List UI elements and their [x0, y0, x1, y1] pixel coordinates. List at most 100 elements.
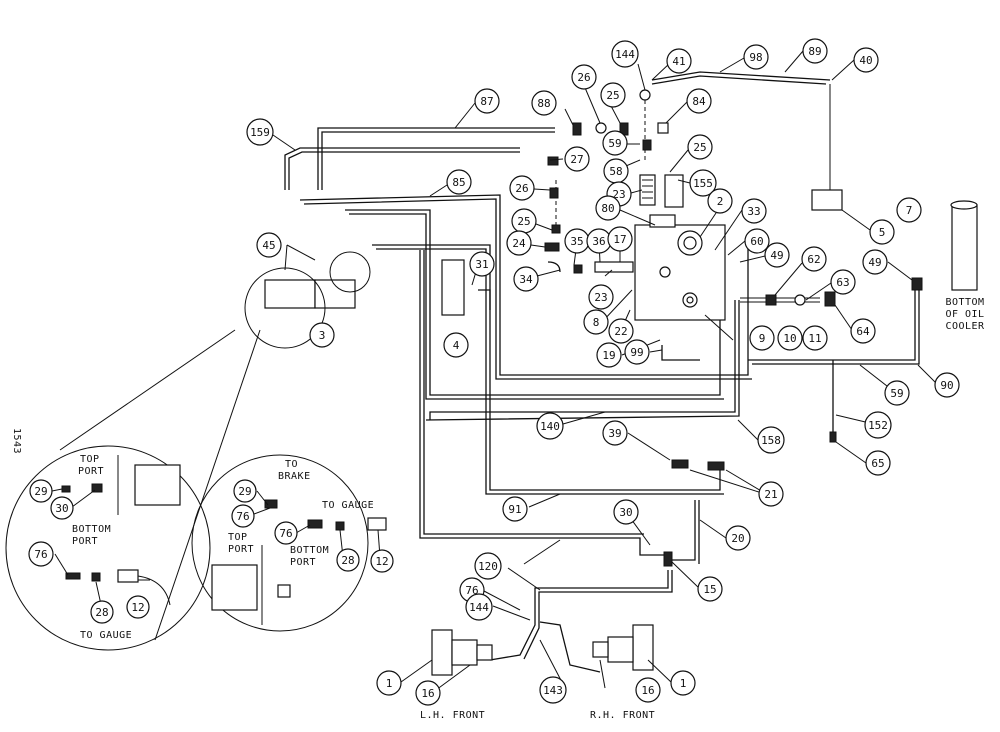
callout-84: 84 [686, 88, 712, 114]
callout-144-top: 144 [611, 40, 639, 68]
right-wheel-caliper-icon [592, 624, 654, 671]
callout-21: 21 [758, 481, 784, 507]
detail-view-left [5, 329, 261, 651]
label-bottom-port-right-1: BOTTOM [290, 545, 329, 556]
svg-text:80: 80 [601, 202, 614, 215]
svg-text:23: 23 [594, 291, 607, 304]
svg-text:16: 16 [641, 684, 654, 697]
svg-text:98: 98 [749, 51, 762, 64]
callout-8: 8 [583, 309, 609, 335]
callout-62: 62 [801, 246, 827, 272]
svg-text:87: 87 [480, 95, 493, 108]
svg-text:41: 41 [672, 55, 685, 68]
callout-20: 20 [725, 525, 751, 551]
svg-text:26: 26 [515, 182, 528, 195]
svg-text:45: 45 [262, 239, 275, 252]
svg-text:64: 64 [856, 325, 870, 338]
svg-text:21: 21 [764, 488, 777, 501]
label-bottom-of-oil-cooler-3: COOLER [945, 321, 985, 332]
svg-text:19: 19 [602, 349, 615, 362]
svg-text:36: 36 [592, 235, 605, 248]
callout-10: 10 [777, 325, 803, 351]
svg-text:29: 29 [34, 485, 47, 498]
svg-text:8: 8 [593, 316, 600, 329]
callout-155: 155 [689, 169, 717, 197]
svg-text:20: 20 [731, 532, 744, 545]
callout-65: 65 [865, 450, 891, 476]
svg-text:22: 22 [614, 325, 627, 338]
label-bottom-of-oil-cooler-1: BOTTOM [945, 297, 984, 308]
svg-text:34: 34 [519, 273, 533, 286]
callout-29-left: 29 [29, 479, 53, 503]
callout-16-left: 16 [415, 680, 441, 706]
svg-text:27: 27 [570, 153, 583, 166]
svg-text:76: 76 [34, 548, 47, 561]
callout-28-left: 28 [90, 600, 114, 624]
side-code: 1543 [11, 428, 22, 454]
svg-text:90: 90 [940, 379, 953, 392]
svg-text:30: 30 [619, 506, 632, 519]
callout-45: 45 [256, 232, 282, 258]
callout-85: 85 [446, 169, 472, 195]
callout-26-mid: 26 [509, 175, 535, 201]
svg-text:88: 88 [537, 97, 550, 110]
svg-text:62: 62 [807, 253, 820, 266]
callout-31: 31 [469, 251, 495, 277]
callout-49-mid: 49 [764, 242, 790, 268]
svg-text:140: 140 [540, 420, 560, 433]
callout-2: 2 [707, 188, 733, 214]
callout-120: 120 [474, 552, 502, 580]
svg-text:23: 23 [612, 188, 625, 201]
svg-text:152: 152 [868, 419, 888, 432]
label-bottom-port-left-1: BOTTOM [72, 524, 111, 535]
callout-30-right: 30 [613, 499, 639, 525]
svg-text:30: 30 [55, 502, 68, 515]
svg-text:159: 159 [250, 126, 270, 139]
callout-40: 40 [853, 47, 879, 73]
svg-text:24: 24 [512, 237, 526, 250]
callout-76-right-a: 76 [231, 504, 255, 528]
callout-24: 24 [506, 230, 532, 256]
left-wheel-caliper-icon [431, 629, 493, 676]
callout-12-right: 12 [370, 549, 394, 573]
callout-87: 87 [474, 88, 500, 114]
svg-text:60: 60 [750, 235, 763, 248]
callout-64: 64 [850, 318, 876, 344]
callout-1-left: 1 [376, 670, 402, 696]
callout-63: 63 [830, 269, 856, 295]
svg-text:49: 49 [868, 256, 881, 269]
callout-30-left: 30 [50, 496, 74, 520]
components [244, 89, 978, 676]
callout-36: 36 [586, 228, 612, 254]
callout-76-left: 76 [28, 541, 54, 567]
oil-cooler-icon [951, 204, 978, 291]
label-top-port-left-1: TOP [80, 454, 100, 465]
svg-text:10: 10 [783, 332, 796, 345]
callout-159: 159 [246, 118, 274, 146]
callout-59-low: 59 [884, 380, 910, 406]
callout-49-right: 49 [862, 249, 888, 275]
callout-99: 99 [624, 339, 650, 365]
callout-35: 35 [564, 228, 590, 254]
label-to-brake-1: TO [285, 459, 298, 470]
label-top-port-right-2: PORT [228, 544, 254, 555]
callout-25-mid: 25 [687, 134, 713, 160]
hose-icon [594, 261, 634, 273]
callout-158: 158 [757, 426, 785, 454]
svg-text:91: 91 [508, 503, 521, 516]
svg-text:16: 16 [421, 687, 434, 700]
callout-80: 80 [595, 195, 621, 221]
svg-text:31: 31 [475, 258, 488, 271]
svg-text:25: 25 [606, 89, 619, 102]
label-bottom-of-oil-cooler-2: OF OIL [945, 309, 984, 320]
svg-text:63: 63 [836, 276, 849, 289]
reservoir-icon [811, 189, 843, 211]
svg-text:49: 49 [770, 249, 783, 262]
master-cylinder-icon [264, 279, 316, 309]
svg-text:28: 28 [95, 606, 108, 619]
callout-16-right: 16 [635, 677, 661, 703]
svg-text:76: 76 [465, 584, 478, 597]
svg-text:9: 9 [759, 332, 766, 345]
svg-text:4: 4 [453, 339, 460, 352]
